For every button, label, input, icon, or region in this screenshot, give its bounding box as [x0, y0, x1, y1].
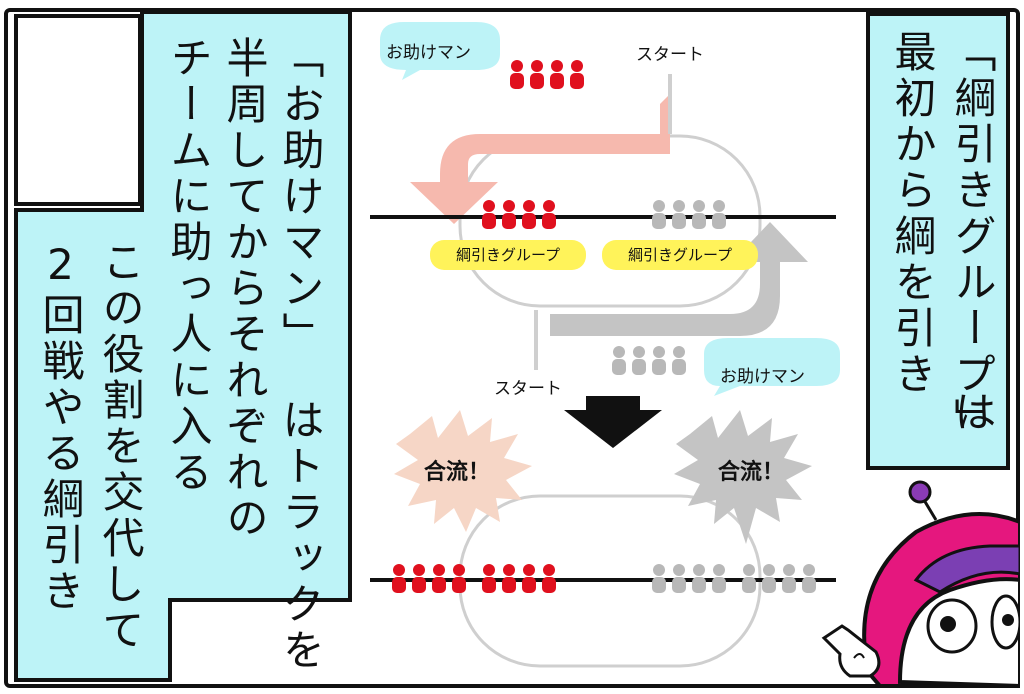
tug-group-tag-left: 綱引きグループ [430, 240, 586, 270]
gray-helpers-bottom [610, 344, 690, 382]
right-text-col-2: 最初から綱を引き [888, 30, 937, 398]
right-text-col-1: 「綱引きグループ」 [948, 30, 997, 444]
start-label-top: スタート [636, 45, 704, 65]
tug-group-tag-right: 綱引きグループ [602, 240, 758, 270]
left-text-col-5: この役割を交代して [96, 240, 145, 654]
left-col-2: トラックを [276, 444, 325, 674]
merge-label-left: 合流！ [424, 460, 491, 485]
helper-label-bottom: お助けマン [720, 367, 805, 387]
right-text-particle: は [948, 390, 997, 436]
pink-arrow [410, 94, 670, 224]
mascot-character [821, 480, 1020, 689]
helper-label-top: お助けマン [386, 43, 471, 63]
red-helpers-top [508, 58, 588, 96]
track-diagram [370, 22, 840, 668]
gray-merged-team [650, 562, 820, 600]
gray-tug-group-top [650, 198, 730, 236]
helper-particle: は [276, 398, 325, 444]
red-tug-group-top [480, 198, 560, 236]
left-text-col-main: 「お助けマン」はトラックを [270, 36, 330, 674]
red-merged-team [390, 562, 560, 600]
helper-quote: 「お助けマン」 [276, 36, 325, 358]
start-label-bottom: スタート [494, 379, 562, 399]
left-text-col-4: チームに助っ人に入る [164, 36, 213, 496]
left-text-col-3: 半周してからそれぞれの [220, 36, 269, 542]
merge-label-right: 合流！ [718, 460, 785, 485]
merge-burst-right [674, 410, 812, 544]
down-arrow [564, 396, 662, 448]
left-text-col-6: 2回戦やる綱引き [36, 240, 85, 615]
merge-burst-left [394, 410, 532, 532]
